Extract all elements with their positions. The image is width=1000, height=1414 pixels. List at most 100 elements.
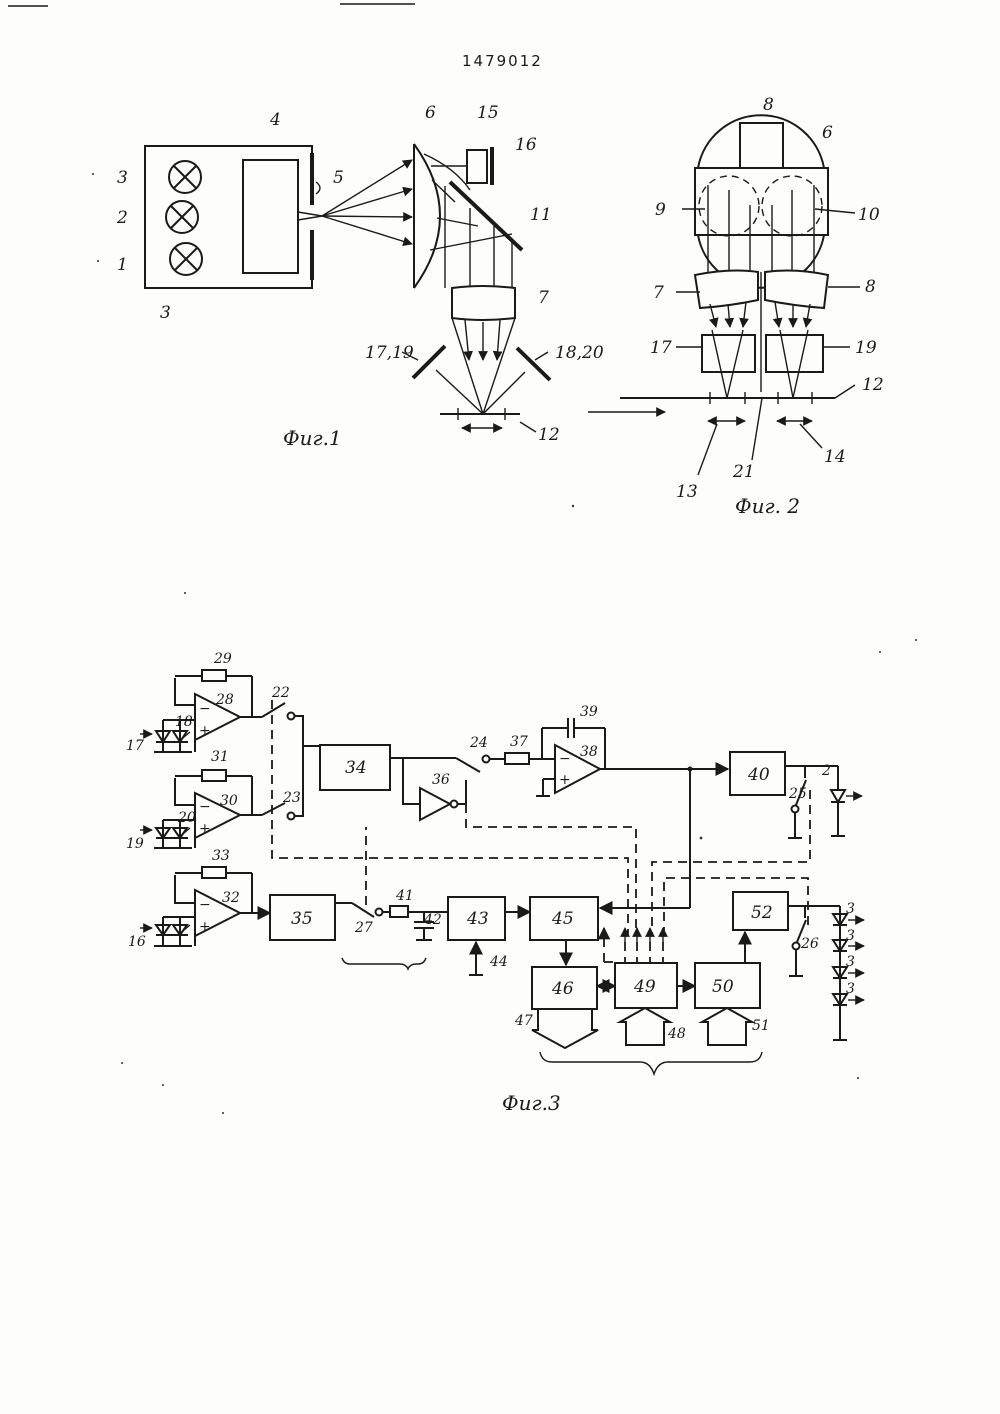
inverter-36 <box>420 788 450 820</box>
label-37: 37 <box>510 734 528 750</box>
resistor-31 <box>202 770 226 781</box>
label-23: 23 <box>282 790 301 806</box>
label-26: 26 <box>800 936 819 952</box>
label-18-20: 18,20 <box>555 343 604 363</box>
label-24: 24 <box>469 735 488 751</box>
label-14: 14 <box>824 447 846 467</box>
sign-minus: − <box>199 701 211 717</box>
lens-7 <box>695 271 758 308</box>
resistor-37 <box>505 753 529 764</box>
channel-17-18 <box>140 670 320 752</box>
label-40: 40 <box>747 765 770 785</box>
label-12: 12 <box>538 425 560 445</box>
label-27: 27 <box>354 920 373 936</box>
beam-splitter-11 <box>450 182 522 250</box>
aperture-5-hook <box>316 182 320 194</box>
label-17-19: 17,19 <box>365 343 414 363</box>
resistor-33 <box>202 867 226 878</box>
detector-17 <box>702 335 755 372</box>
label-30: 30 <box>220 793 238 809</box>
sign-plus: + <box>199 919 211 935</box>
label-45: 45 <box>551 909 574 929</box>
figure-1-caption: Фиг.1 <box>283 426 342 450</box>
label-50: 50 <box>712 977 734 997</box>
label-29: 29 <box>213 651 232 667</box>
label-12: 12 <box>862 375 884 395</box>
label-34: 34 <box>345 758 367 778</box>
label-3: 3 <box>846 981 855 997</box>
label-17: 17 <box>126 738 144 754</box>
label-7: 7 <box>653 283 664 303</box>
label-7: 7 <box>538 288 549 308</box>
label-20: 20 <box>177 810 196 826</box>
lamp-2 <box>166 201 198 233</box>
label-3: 3 <box>846 901 855 917</box>
label-3: 3 <box>846 954 855 970</box>
label-51: 51 <box>752 1018 770 1034</box>
label-9: 9 <box>655 200 666 220</box>
label-10: 10 <box>858 205 880 225</box>
detector-19 <box>766 335 823 372</box>
switch-24 <box>456 758 480 772</box>
sign-plus: + <box>199 821 211 837</box>
label-17: 17 <box>650 338 672 358</box>
label-33: 33 <box>212 848 230 864</box>
patent-number: 1479012 <box>462 52 543 70</box>
label-19: 19 <box>855 338 877 358</box>
label-22: 22 <box>271 685 290 701</box>
resistor-29 <box>202 670 226 681</box>
input-bus-48 <box>620 1008 670 1045</box>
label-39: 39 <box>580 704 598 720</box>
block-8 <box>740 123 783 168</box>
label-41: 41 <box>395 888 414 904</box>
figure-3-caption: Фиг.3 <box>502 1091 561 1115</box>
label-38: 38 <box>580 744 598 760</box>
label-8: 8 <box>763 95 774 115</box>
label-3: 3 <box>160 303 171 323</box>
label-43: 43 <box>466 909 489 929</box>
label-16: 16 <box>515 135 537 155</box>
label-6: 6 <box>822 123 833 143</box>
sign-minus: − <box>559 751 571 767</box>
sign-plus: + <box>199 723 211 739</box>
label-3: 3 <box>117 168 128 188</box>
switch-23 <box>262 803 285 815</box>
lens-7 <box>452 286 515 320</box>
group-brace <box>540 1052 762 1074</box>
element-15 <box>467 150 487 183</box>
label-32: 32 <box>222 890 240 906</box>
label-52: 52 <box>751 903 773 923</box>
sign-minus: − <box>199 897 211 913</box>
label-48: 48 <box>667 1026 686 1042</box>
sign-minus: − <box>199 799 211 815</box>
label-25: 25 <box>788 786 807 802</box>
label-31: 31 <box>211 749 229 765</box>
label-6: 6 <box>425 103 436 123</box>
label-49: 49 <box>633 977 656 997</box>
label-4: 4 <box>269 110 281 130</box>
label-3: 3 <box>846 928 855 944</box>
label-5: 5 <box>333 168 344 188</box>
label-19: 19 <box>126 836 144 852</box>
input-bus-51 <box>702 1008 752 1045</box>
label-11: 11 <box>530 205 552 225</box>
label-2: 2 <box>116 208 128 228</box>
resistor-41 <box>390 906 408 917</box>
label-1: 1 <box>117 255 128 275</box>
label-18: 18 <box>175 714 193 730</box>
figure-2-caption: Фиг. 2 <box>735 494 800 518</box>
label-44: 44 <box>489 954 508 970</box>
label-36: 36 <box>432 772 450 788</box>
block-4 <box>243 160 298 273</box>
label-2: 2 <box>821 763 831 779</box>
output-bus-47 <box>532 1009 598 1048</box>
label-42: 42 <box>423 912 442 928</box>
figure-1: 3 2 1 3 4 5 6 7 11 12 15 16 17,19 18,20 … <box>116 103 604 450</box>
figure-2: 8 6 9 10 7 8 17 19 12 13 21 14 Фиг. 2 <box>588 95 884 518</box>
sign-plus: + <box>559 772 571 788</box>
switch-22 <box>262 703 285 717</box>
lamp-3-top <box>169 161 201 193</box>
label-21: 21 <box>732 462 755 482</box>
